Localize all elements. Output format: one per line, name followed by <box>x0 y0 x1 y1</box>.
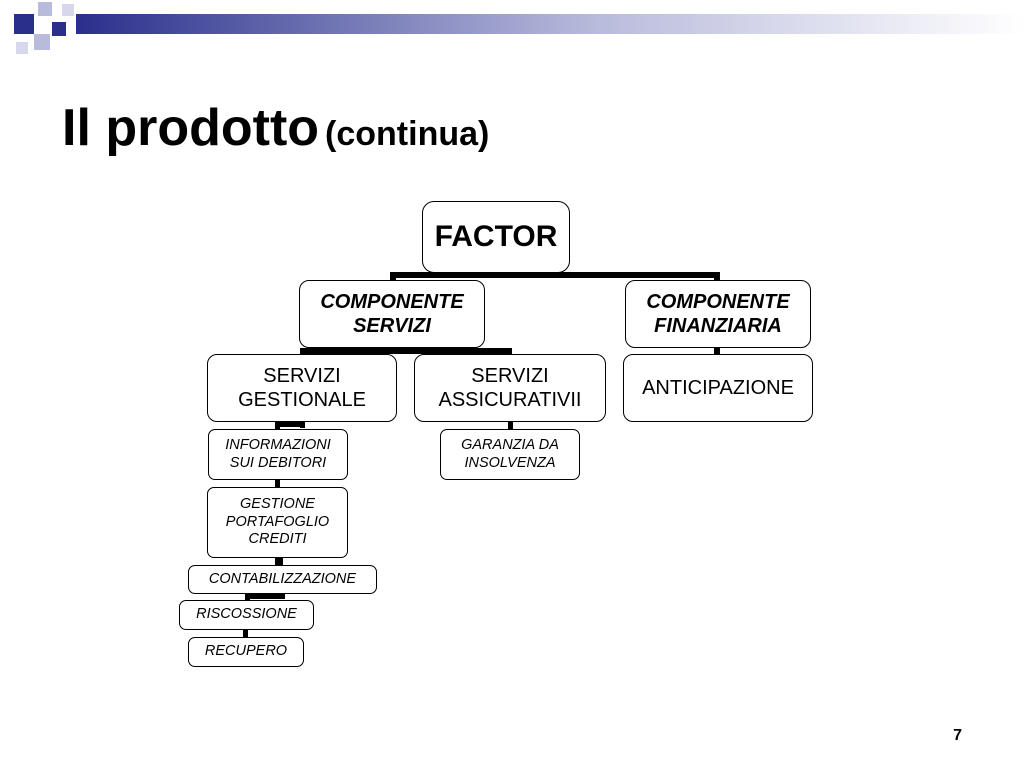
node-servizi-gestionale-label: SERVIZI GESTIONALE <box>238 365 366 411</box>
connector-servizi-drop <box>390 272 396 282</box>
node-componente-finanziaria-label: COMPONENTE FINANZIARIA <box>646 291 790 337</box>
node-componente-servizi-label: COMPONENTE SERVIZI <box>320 291 464 337</box>
header-square-light-2 <box>34 34 50 50</box>
connector-assicurativi-drop <box>506 348 512 356</box>
connector-contabilizzazione-riscossione-v2 <box>280 592 285 598</box>
node-informazioni-debitori-label: INFORMAZIONI SUI DEBITORI <box>225 437 331 471</box>
node-gestione-portafoglio-label: GESTIONE PORTAFOGLIO CREDITI <box>225 496 330 548</box>
slide-title: Il prodotto(continua) <box>62 98 489 158</box>
connector-contabilizzazione-riscossione <box>245 594 285 599</box>
node-contabilizzazione: CONTABILIZZAZIONE <box>188 565 377 594</box>
node-garanzia-insolvenza-label: GARANZIA DA INSOLVENZA <box>461 437 559 471</box>
slide-page-number: 7 <box>953 727 962 744</box>
header-gradient-band <box>76 14 1024 34</box>
connector-gestione-contabilizzazione <box>275 556 283 566</box>
slide-title-main: Il prodotto <box>62 99 320 157</box>
node-anticipazione-label: ANTICIPAZIONE <box>642 377 794 399</box>
node-garanzia-insolvenza: GARANZIA DA INSOLVENZA <box>440 429 580 480</box>
connector-informazioni-gestione <box>275 479 280 489</box>
header-square-light-3 <box>62 4 74 16</box>
node-componente-finanziaria: COMPONENTE FINANZIARIA <box>625 280 811 348</box>
connector-gestionale-informazioni-v2 <box>300 420 305 428</box>
node-servizi-assicurativi-label: SERVIZI ASSICURATIVII <box>438 365 582 411</box>
connector-anticipazione-drop <box>714 346 720 356</box>
header-square-light-4 <box>16 42 28 54</box>
node-riscossione: RISCOSSIONE <box>179 600 314 630</box>
node-servizi-assicurativi: SERVIZI ASSICURATIVII <box>414 354 606 422</box>
node-contabilizzazione-label: CONTABILIZZAZIONE <box>208 570 357 587</box>
header-square-light-1 <box>38 2 52 16</box>
node-gestione-portafoglio: GESTIONE PORTAFOGLIO CREDITI <box>207 487 348 558</box>
connector-riscossione-recupero <box>243 628 248 638</box>
connector-contabilizzazione-riscossione-v1 <box>245 592 250 602</box>
connector-servizi-down <box>389 344 394 352</box>
node-factor-label: FACTOR <box>434 220 558 253</box>
connector-level1-horizontal <box>390 272 720 278</box>
node-riscossione-label: RISCOSSIONE <box>196 606 297 623</box>
connector-gestionale-drop <box>300 348 306 356</box>
connector-finanziaria-drop <box>714 272 720 282</box>
connector-gestionale-informazioni-v <box>275 420 280 430</box>
node-factor: FACTOR <box>422 201 570 273</box>
node-informazioni-debitori: INFORMAZIONI SUI DEBITORI <box>208 429 348 480</box>
node-recupero: RECUPERO <box>188 637 304 667</box>
node-componente-servizi: COMPONENTE SERVIZI <box>299 280 485 348</box>
connector-servizi-horizontal <box>300 348 512 354</box>
node-servizi-gestionale: SERVIZI GESTIONALE <box>207 354 397 422</box>
slide-title-suffix: (continua) <box>325 115 490 153</box>
header-square-dark-1 <box>14 14 34 34</box>
connector-gestionale-informazioni <box>275 422 305 427</box>
node-recupero-label: RECUPERO <box>204 643 288 660</box>
header-square-dark-2 <box>52 22 66 36</box>
connector-assicurativi-garanzia <box>508 421 513 431</box>
node-anticipazione: ANTICIPAZIONE <box>623 354 813 422</box>
